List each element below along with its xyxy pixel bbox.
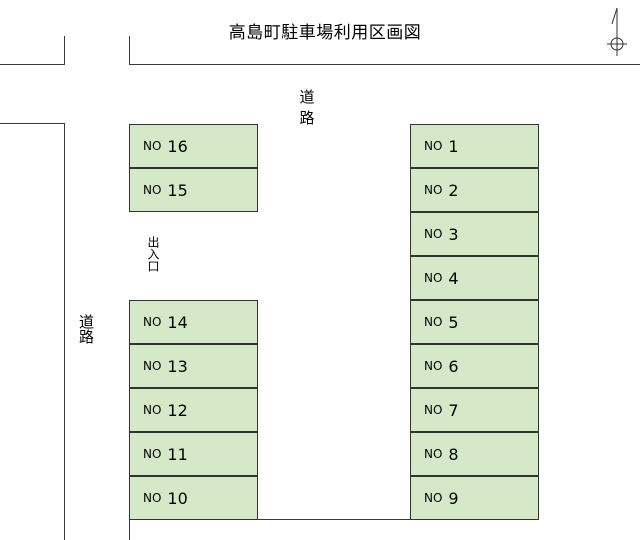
parking-stall-7: NO 7 <box>410 388 539 432</box>
stall-number: 13 <box>167 356 188 376</box>
parking-stall-4: NO 4 <box>410 256 539 300</box>
parking-stall-11: NO 11 <box>129 432 258 476</box>
stall-prefix: NO <box>143 183 162 197</box>
diagram-title: 高島町駐車場利用区画図 <box>228 23 422 43</box>
left-road-outer-edge <box>64 123 65 540</box>
stall-number: 5 <box>448 312 459 332</box>
parking-stall-9: NO 9 <box>410 476 539 520</box>
stall-prefix: NO <box>143 359 162 373</box>
parking-stall-10: NO 10 <box>129 476 258 520</box>
road-label-left: 道路 <box>77 314 95 344</box>
stall-prefix: NO <box>143 315 162 329</box>
parking-stall-1: NO 1 <box>410 124 539 168</box>
stall-number: 16 <box>167 136 188 156</box>
stall-number: 11 <box>167 444 188 464</box>
stall-number: 9 <box>448 488 459 508</box>
stall-prefix: NO <box>424 183 443 197</box>
stall-number: 15 <box>167 180 188 200</box>
parking-stall-3: NO 3 <box>410 212 539 256</box>
top-road-right-edge <box>129 64 640 65</box>
stall-prefix: NO <box>143 403 162 417</box>
north-arrow-icon <box>607 7 627 56</box>
parking-stall-8: NO 8 <box>410 432 539 476</box>
road-label-top: 道 路 <box>299 88 382 127</box>
stall-prefix: NO <box>424 139 443 153</box>
lot-left-boundary <box>129 519 130 540</box>
top-road-left-corner <box>64 36 65 65</box>
stall-prefix: NO <box>424 403 443 417</box>
parking-stall-5: NO 5 <box>410 300 539 344</box>
stall-prefix: NO <box>143 491 162 505</box>
stall-number: 10 <box>167 488 188 508</box>
stall-number: 14 <box>167 312 188 332</box>
stall-prefix: NO <box>424 447 443 461</box>
stall-prefix: NO <box>424 227 443 241</box>
stall-number: 2 <box>448 180 459 200</box>
parking-stall-6: NO 6 <box>410 344 539 388</box>
stall-prefix: NO <box>424 271 443 285</box>
left-road-top-edge <box>0 123 65 124</box>
stall-prefix: NO <box>143 447 162 461</box>
stall-number: 12 <box>167 400 188 420</box>
entrance-label: 出入口 <box>146 236 160 272</box>
parking-stall-16: NO 16 <box>129 124 258 168</box>
stall-prefix: NO <box>424 315 443 329</box>
stall-number: 8 <box>448 444 459 464</box>
top-road-left-edge <box>0 64 65 65</box>
stall-number: 4 <box>448 268 459 288</box>
parking-stall-2: NO 2 <box>410 168 539 212</box>
stall-prefix: NO <box>424 491 443 505</box>
stall-prefix: NO <box>143 139 162 153</box>
lot-bottom-boundary <box>258 519 410 520</box>
top-road-right-corner <box>129 36 130 65</box>
parking-stall-15: NO 15 <box>129 168 258 212</box>
parking-stall-13: NO 13 <box>129 344 258 388</box>
stall-number: 7 <box>448 400 459 420</box>
stall-number: 6 <box>448 356 459 376</box>
stall-number: 1 <box>448 136 459 156</box>
stall-prefix: NO <box>424 359 443 373</box>
stall-number: 3 <box>448 224 459 244</box>
parking-stall-12: NO 12 <box>129 388 258 432</box>
parking-stall-14: NO 14 <box>129 300 258 344</box>
